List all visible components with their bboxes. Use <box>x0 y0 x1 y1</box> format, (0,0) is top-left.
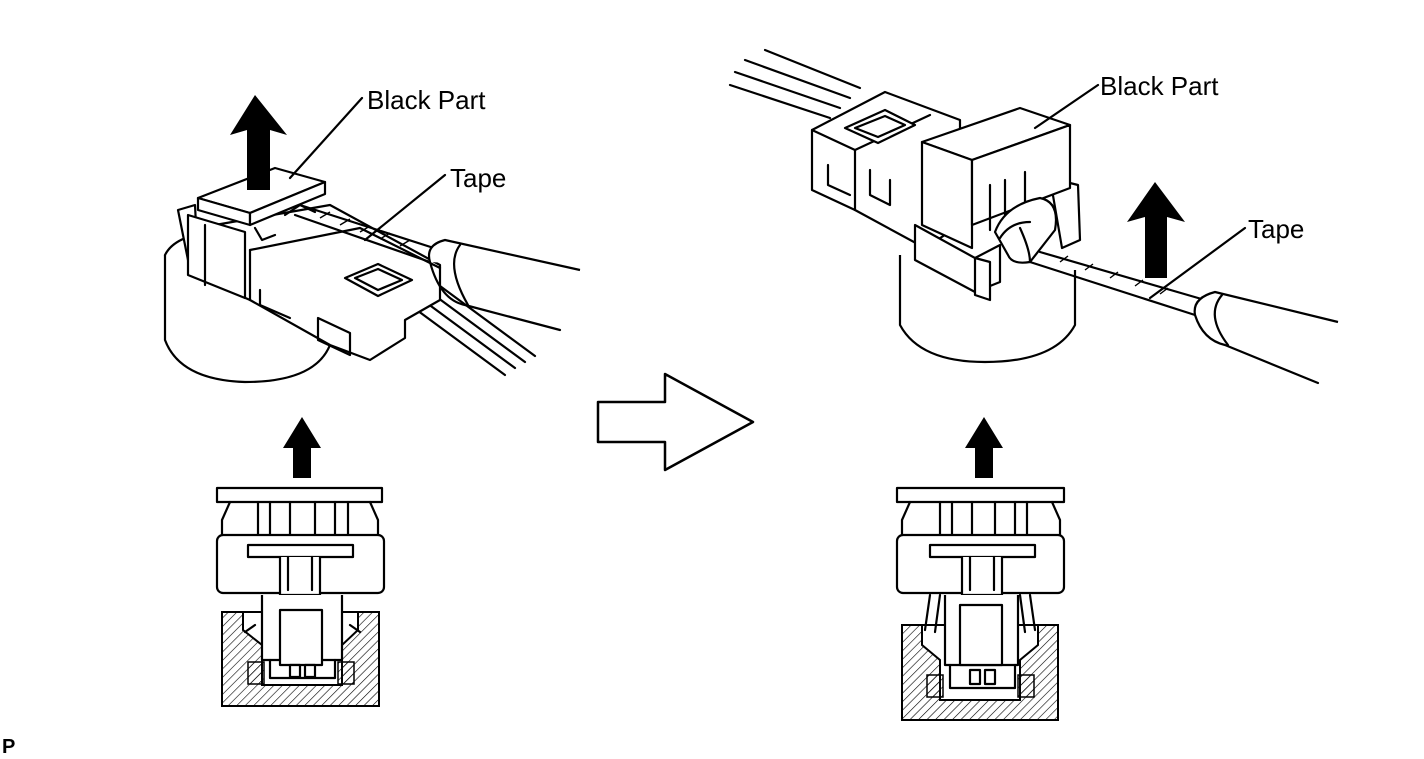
step-arrow <box>596 372 755 472</box>
left-leaders <box>288 96 447 242</box>
right-tape-tool <box>1028 250 1339 385</box>
right-section-view <box>895 417 1066 721</box>
left-connector-illustration <box>163 95 537 384</box>
left-tape-tool <box>293 203 581 332</box>
right-connector-illustration <box>728 48 1185 364</box>
right-tape-label: Tape <box>1248 214 1305 244</box>
left-black-part-label: Black Part <box>367 85 486 115</box>
corner-marker: P <box>2 736 16 758</box>
right-black-part-label: Black Part <box>1100 71 1219 101</box>
left-section-view <box>215 417 386 707</box>
left-tape-label: Tape <box>450 163 507 193</box>
right-leaders <box>1033 83 1247 300</box>
